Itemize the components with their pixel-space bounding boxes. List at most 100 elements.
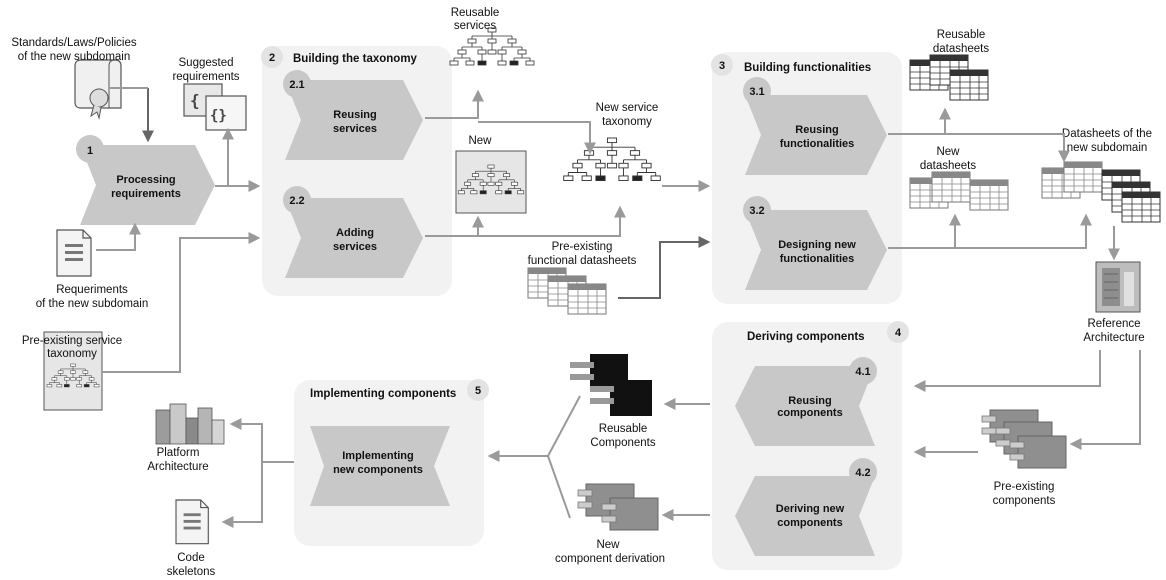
step-5-implementing-new-components: Implementing new components (310, 426, 450, 506)
step-2-2-number: 2.2 (289, 195, 304, 207)
step-1-processing-requirements: 1 Processing requirements (76, 135, 215, 225)
preexisting-taxonomy-label-line2: taxonomy (47, 348, 97, 360)
new-components-icon (577, 483, 659, 531)
step-2-2-adding-services: 2.2 Adding services (283, 186, 423, 278)
requirements-label-line2: of the new subdomain (36, 298, 149, 310)
preexisting-components-label-line1: Pre-existing (994, 481, 1055, 493)
step-3-2-designing-new-functionalities: 3.2 Designing new functionalities (743, 196, 887, 290)
step-1-number: 1 (87, 145, 93, 157)
phase-2-title: Building the taxonomy (293, 53, 418, 65)
step-4-1-label-line1: Reusing (788, 395, 831, 407)
reusable-services-label-line1: Reusable (451, 7, 500, 19)
reference-architecture-label-line1: Reference (1087, 318, 1140, 330)
standards-label-line2: of the new subdomain (18, 51, 131, 63)
arrow-datasheets-to-functionalities (618, 236, 711, 299)
step-2-1-label-line1: Reusing (333, 109, 376, 121)
reusable-components-label-line2: Components (590, 437, 655, 449)
step-2-2-label-line1: Adding (336, 227, 374, 239)
step-4-2-label-line1: Deriving new (776, 503, 845, 515)
phase-5-badge (467, 379, 489, 401)
arrow-reference-to-reusing-components (913, 350, 1101, 392)
step-4-1-number: 4.1 (855, 366, 870, 378)
new-datasheets-label-line1: New (936, 146, 960, 158)
preexisting-components-label-line2: components (993, 495, 1056, 507)
step-4-1-label-line2: components (777, 407, 842, 419)
arrow-implementing-to-code-skeletons (221, 462, 263, 528)
step-3-1-reusing-functionalities: 3.1 Reusing functionalities (743, 77, 887, 175)
phase-4-badge (887, 321, 909, 343)
code-skeletons-label-line2: skeletons (167, 566, 216, 578)
platform-architecture-label-line1: Platform (157, 447, 200, 459)
phase-3-number: 3 (719, 60, 725, 72)
standards-label-line1: Standards/Laws/Policies (11, 37, 137, 49)
arrow-adding-to-new-taxonomy (478, 205, 626, 237)
new-taxonomy-label-line1: New service (596, 102, 659, 114)
new-datasheets-icon (909, 171, 1009, 211)
step-3-1-label-line1: Reusing (795, 124, 838, 136)
reusable-services-tree-icon (449, 27, 535, 66)
preexisting-datasheets-label-line2: functional datasheets (528, 255, 637, 267)
step-2-2-label-line2: services (333, 241, 377, 253)
reusable-components-label-line1: Reusable (599, 423, 648, 435)
code-document-icon: { {} (183, 83, 247, 131)
preexisting-components-icon (981, 409, 1067, 469)
step-5-label-line2: new components (333, 464, 423, 476)
arrow-requirements-to-processing (96, 222, 141, 251)
subdomain-datasheets-label-line2: new subdomain (1067, 142, 1148, 154)
requirements-label-line1: Requeriments (56, 284, 128, 296)
arrow-implementing-to-platform (229, 418, 294, 463)
code-skeletons-document-icon (175, 499, 209, 545)
preexisting-datasheets-icon (527, 267, 607, 315)
new-taxonomy-label-line2: taxonomy (602, 116, 652, 128)
arrow-processing-to-suggested (215, 127, 234, 187)
arrow-reusing-functionalities-to-subdomain-datasheets (945, 133, 1070, 163)
preexisting-taxonomy-label-line1: Pre-existing service (22, 335, 122, 347)
phase-5-title: Implementing components (310, 388, 456, 400)
step-4-2-label-line2: components (777, 517, 842, 529)
requirements-document-icon (56, 229, 92, 277)
suggested-label-line1: Suggested (179, 57, 234, 69)
new-components-label-line2: component derivation (555, 553, 665, 565)
phase-5-number: 5 (475, 385, 481, 397)
phase-3-title: Building functionalities (744, 62, 871, 74)
arrow-reusing-to-reusable-services (425, 89, 484, 119)
step-4-1-reusing-components: 4.1 Reusing components (735, 357, 877, 446)
platform-architecture-label-line2: Architecture (147, 461, 208, 473)
reusable-datasheets-label-line2: datasheets (933, 43, 990, 55)
preexisting-datasheets-label-line1: Pre-existing (552, 241, 613, 253)
reusable-components-icon (570, 354, 652, 416)
certificate-icon (74, 59, 122, 120)
suggested-label-line2: requirements (172, 71, 239, 83)
svg-text:{: { (190, 91, 200, 110)
reference-architecture-label-line2: Architecture (1083, 332, 1144, 344)
arrow-new-components-to-implementing (547, 455, 571, 519)
step-3-2-label-line2: functionalities (780, 253, 855, 265)
phase-4-title: Deriving components (747, 331, 865, 343)
reusable-datasheets-label-line1: Reusable (937, 29, 986, 41)
step-3-1-label-line2: functionalities (780, 138, 855, 150)
building-icon (1095, 261, 1141, 313)
step-2-1-number: 2.1 (289, 79, 304, 91)
svg-text:{}: {} (210, 108, 227, 124)
new-services-label: New (468, 135, 492, 147)
step-3-2-label-line1: Designing new (778, 239, 856, 251)
reusable-services-label-line2: services (454, 20, 496, 32)
step-4-2-number: 4.2 (855, 467, 870, 479)
step-4-2-deriving-new-components: 4.2 Deriving new components (735, 458, 877, 556)
new-components-label-line1: New (596, 539, 620, 551)
new-datasheets-label-line2: datasheets (920, 160, 977, 172)
step-5-label-line1: Implementing (342, 450, 414, 462)
step-3-2-number: 3.2 (749, 205, 764, 217)
reusable-datasheets-icon (909, 54, 989, 101)
arrow-reference-to-preexisting-components (1069, 350, 1141, 450)
arrow-reusable-components-to-implementing (487, 395, 581, 462)
step-3-1-number: 3.1 (749, 86, 764, 98)
step-2-1-label-line2: services (333, 123, 377, 135)
subdomain-datasheets-label-line1: Datasheets of the (1062, 128, 1152, 140)
phase-2-badge (261, 46, 283, 68)
arrow-preexisting-taxonomy-to-taxonomy (102, 232, 261, 373)
step-1-label-line1: Processing (116, 174, 175, 186)
phase-4-number: 4 (895, 327, 902, 339)
step-2-1-reusing-services: 2.1 Reusing services (283, 70, 423, 160)
